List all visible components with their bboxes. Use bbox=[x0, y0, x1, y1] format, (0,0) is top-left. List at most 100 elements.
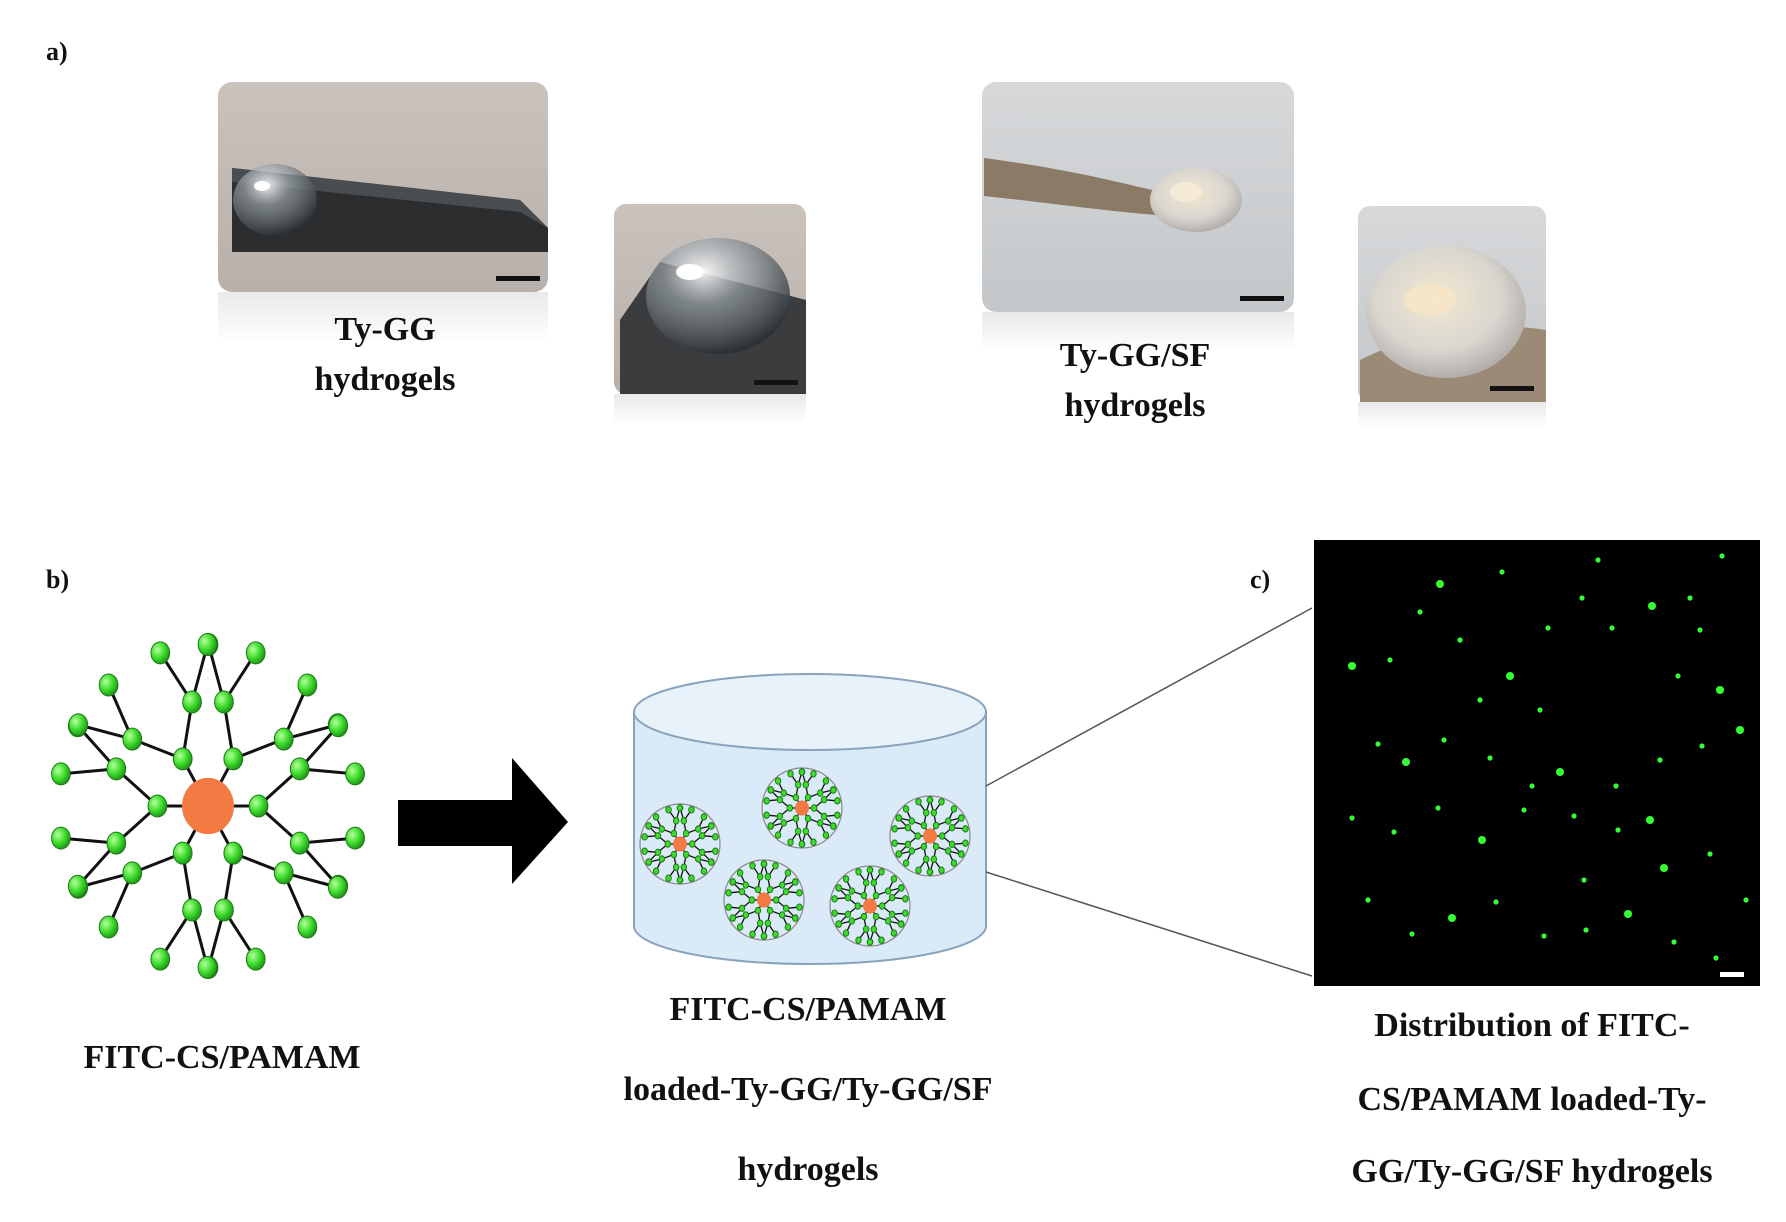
zoom-line-top bbox=[985, 607, 1313, 787]
fluorescent-particle bbox=[1506, 672, 1514, 680]
core bbox=[923, 828, 937, 844]
bead bbox=[738, 904, 746, 912]
bead bbox=[172, 747, 193, 771]
tygg-photo-large bbox=[218, 82, 548, 344]
fluorescent-particle bbox=[1499, 569, 1505, 575]
bead bbox=[754, 906, 762, 915]
bead bbox=[688, 840, 696, 848]
bead bbox=[782, 888, 790, 896]
bead bbox=[98, 915, 119, 939]
fluorescent-particle bbox=[1675, 673, 1681, 679]
fluorescent-particle bbox=[1365, 897, 1371, 903]
fluorescent-particle bbox=[1648, 602, 1656, 610]
bead bbox=[289, 757, 310, 781]
fluorescent-particle bbox=[1713, 955, 1719, 961]
bead bbox=[670, 850, 678, 859]
bead bbox=[742, 881, 750, 889]
bead bbox=[772, 896, 780, 904]
bead bbox=[822, 777, 830, 785]
bead bbox=[908, 817, 916, 825]
bead bbox=[897, 920, 905, 928]
fluorescent-particle bbox=[1375, 741, 1381, 747]
bead bbox=[860, 912, 868, 921]
bead bbox=[915, 798, 922, 806]
bead bbox=[654, 832, 662, 840]
bead bbox=[890, 929, 898, 937]
bead bbox=[778, 911, 786, 919]
bead bbox=[932, 842, 940, 851]
bead bbox=[676, 876, 684, 884]
dendrimer-caption: FITC-CS/PAMAM bbox=[84, 1039, 361, 1076]
bead bbox=[767, 822, 774, 830]
bead bbox=[688, 874, 695, 882]
bead bbox=[729, 914, 736, 922]
bead bbox=[700, 867, 708, 875]
bead bbox=[122, 861, 143, 885]
bead bbox=[816, 819, 824, 827]
bead bbox=[297, 915, 318, 939]
bead bbox=[106, 831, 127, 855]
bead bbox=[944, 817, 952, 825]
bead bbox=[766, 885, 774, 894]
fluorescent-particle bbox=[1529, 783, 1535, 789]
fluorescent-particle bbox=[1613, 783, 1619, 789]
bead bbox=[792, 793, 800, 802]
bead bbox=[784, 923, 792, 931]
bead bbox=[914, 832, 922, 840]
bead bbox=[888, 910, 896, 918]
bead bbox=[830, 786, 837, 794]
bead bbox=[944, 847, 952, 855]
bead bbox=[898, 884, 905, 892]
bead bbox=[802, 827, 810, 835]
core bbox=[673, 836, 687, 852]
fluorescent-particle bbox=[1417, 609, 1423, 615]
bead bbox=[902, 805, 910, 813]
bead bbox=[756, 873, 764, 881]
bead bbox=[902, 895, 909, 903]
fluorescent-particle bbox=[1409, 931, 1415, 937]
bead bbox=[754, 885, 762, 894]
fluorescent-particle bbox=[1402, 758, 1410, 766]
bead bbox=[904, 824, 912, 832]
bead bbox=[736, 923, 744, 931]
bead bbox=[870, 879, 878, 887]
bead bbox=[182, 898, 202, 922]
bead bbox=[786, 804, 794, 812]
bead bbox=[932, 821, 940, 830]
bead bbox=[774, 831, 782, 839]
bead bbox=[820, 812, 828, 820]
bead bbox=[962, 839, 969, 847]
bead bbox=[766, 906, 774, 915]
tygg-caption-line2: hydrogels bbox=[314, 361, 455, 398]
tyggsf-caption-line2: hydrogels bbox=[1064, 387, 1205, 424]
bead bbox=[749, 930, 756, 938]
bead bbox=[855, 868, 862, 876]
tygg-photo-closeup bbox=[614, 204, 806, 424]
bead bbox=[888, 894, 896, 902]
bead bbox=[831, 895, 838, 903]
embedded-dendrimers bbox=[639, 767, 971, 947]
bead bbox=[641, 847, 648, 855]
bead bbox=[950, 859, 958, 867]
bead bbox=[791, 914, 799, 922]
dendrimer bbox=[51, 633, 365, 979]
fluorescent-particle bbox=[1348, 662, 1356, 670]
bead bbox=[794, 781, 802, 789]
bead bbox=[67, 874, 88, 898]
bead bbox=[920, 842, 928, 851]
bead bbox=[922, 809, 930, 817]
bead bbox=[926, 796, 934, 804]
fluorescent-particle bbox=[1435, 805, 1441, 811]
bead bbox=[749, 862, 756, 870]
bead bbox=[68, 713, 89, 737]
fluorescent-particle bbox=[1624, 910, 1632, 918]
fluorescent-particle bbox=[1477, 697, 1483, 703]
bead bbox=[835, 884, 843, 892]
bead bbox=[810, 770, 817, 778]
fluorescent-particle bbox=[1697, 627, 1703, 633]
bead bbox=[245, 947, 266, 971]
bead bbox=[862, 925, 870, 933]
bead bbox=[829, 822, 837, 830]
bead bbox=[698, 832, 706, 840]
bead bbox=[842, 875, 850, 883]
